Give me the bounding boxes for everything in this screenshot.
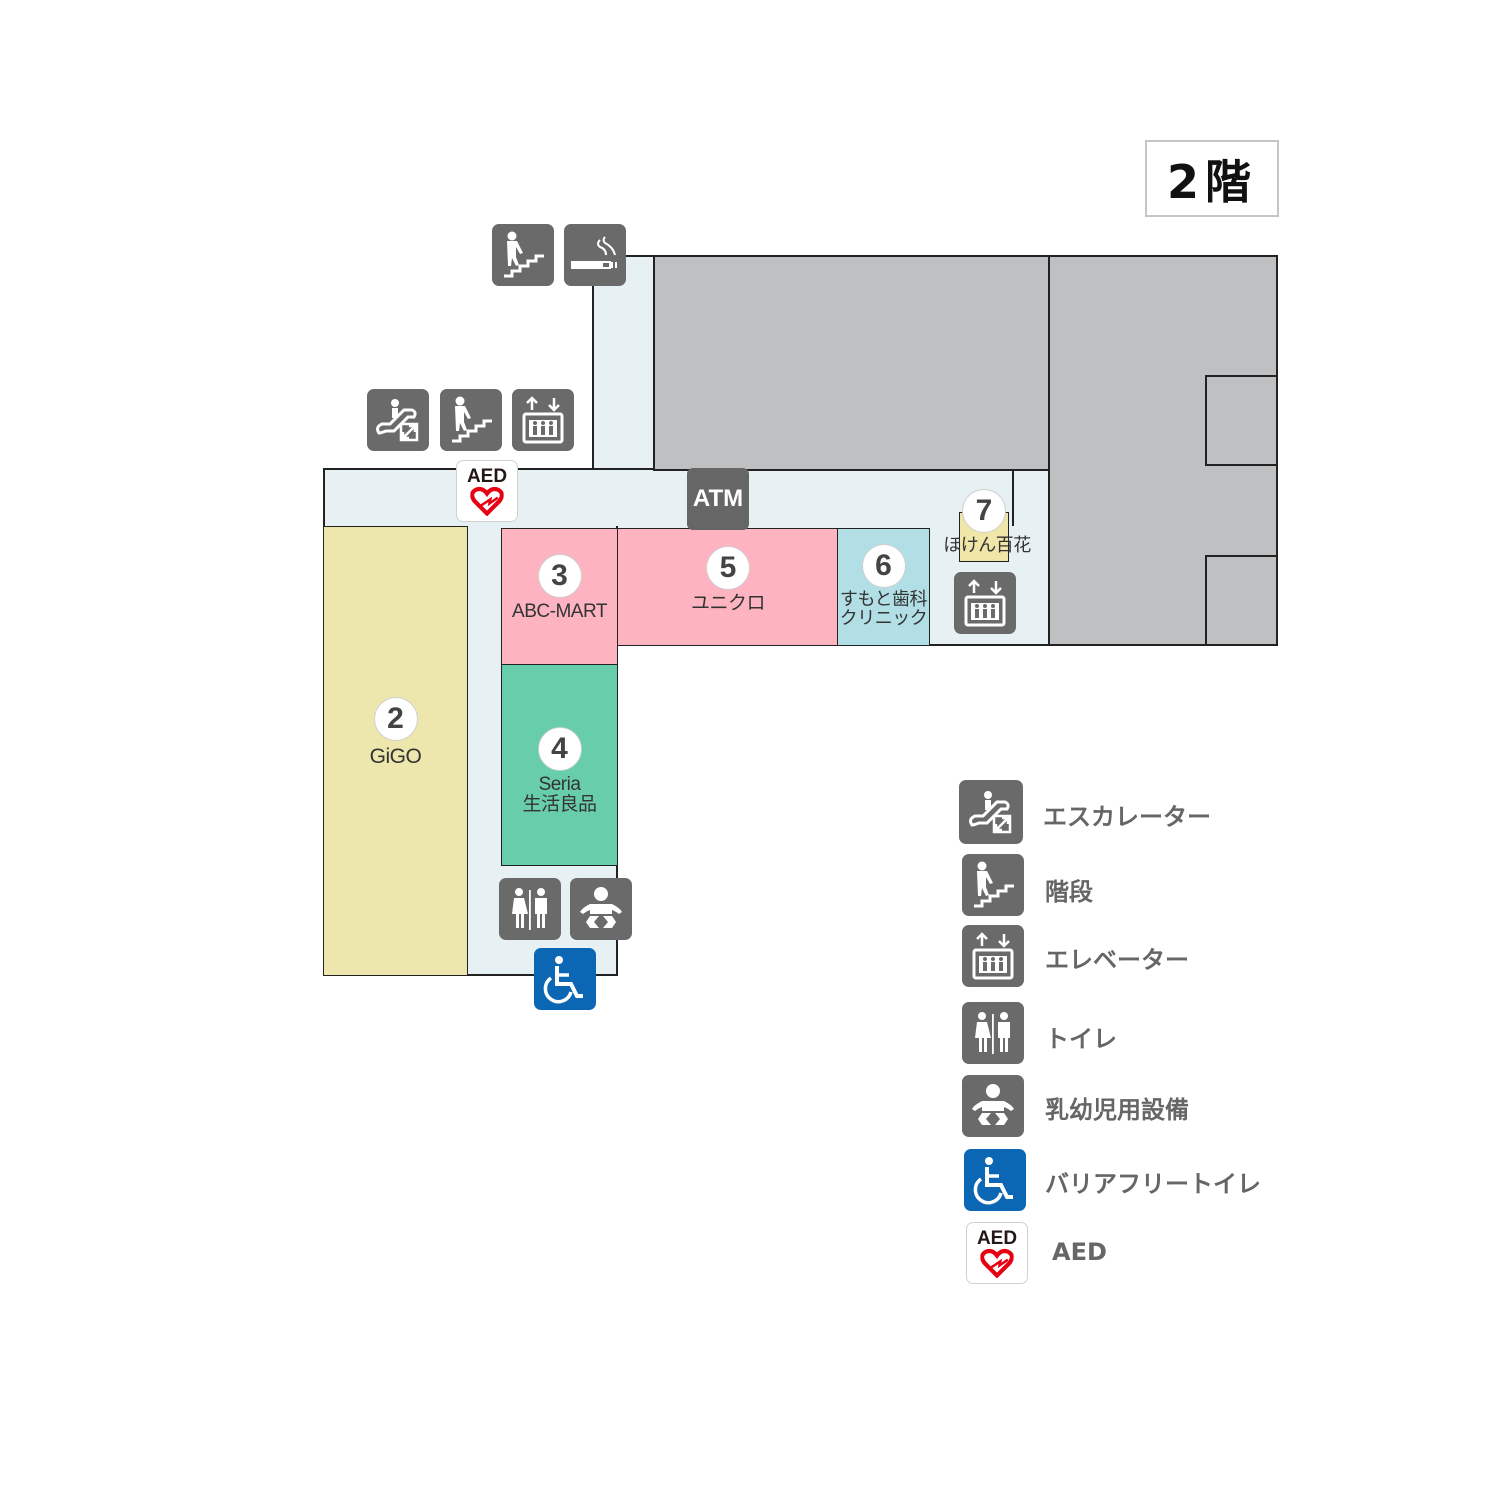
accessible-restroom-icon[interactable]	[534, 948, 596, 1010]
atm-icon[interactable]: ATM	[687, 468, 749, 530]
smoking-area-icon[interactable]	[564, 224, 626, 286]
legend-label: 乳幼児用設備	[1045, 1096, 1189, 1124]
legend-label: エスカレーター	[1043, 803, 1211, 831]
legend-label: 階段	[1045, 878, 1093, 906]
shop-number-badge: 4	[537, 727, 582, 771]
unavailable-sub-block-2	[1205, 555, 1278, 646]
shop-number-badge: 2	[373, 697, 418, 741]
shop-number-badge: 5	[706, 546, 750, 590]
shop-name-line2: 生活良品	[522, 794, 597, 815]
shop-gigo[interactable]: 2 GiGO	[323, 526, 468, 976]
wall	[592, 255, 594, 470]
corridor-main	[323, 468, 1050, 528]
legend-label: AED	[1052, 1238, 1107, 1266]
shop-uniqlo[interactable]: 5 ユニクロ	[617, 528, 839, 646]
shop-sumoto-dental[interactable]: 6 すもと歯科 クリニック	[837, 528, 930, 646]
aed-icon: AED	[966, 1222, 1028, 1284]
shop-abc-mart[interactable]: 3 ABC-MART	[501, 528, 618, 666]
stairs-icon[interactable]	[492, 224, 554, 286]
shop-name-line1: Seria	[538, 774, 581, 795]
shop-name: ほけん百花	[943, 535, 1031, 555]
stairs-icon[interactable]	[440, 389, 502, 451]
aed-icon-label: AED	[976, 1228, 1018, 1249]
aed-icon-label: AED	[466, 466, 508, 487]
escalator-icon[interactable]	[367, 389, 429, 451]
shop-name-line2: クリニック	[839, 608, 928, 628]
shop-number-badge: 7	[962, 489, 1006, 533]
shop-name: GiGO	[369, 745, 422, 768]
shop-number-badge: 6	[861, 544, 906, 588]
shop-number-badge: 3	[537, 554, 582, 598]
aed-icon[interactable]: AED	[456, 460, 518, 522]
elevator-icon	[962, 925, 1024, 987]
elevator-icon[interactable]	[954, 572, 1016, 634]
restroom-icon[interactable]	[499, 878, 561, 940]
shop-name: ユニクロ	[690, 593, 766, 614]
unavailable-block-center-notch	[653, 257, 1013, 469]
corridor-upper-left	[592, 255, 656, 470]
shop-name-line1: すもと歯科	[839, 589, 928, 609]
floor-label: 2階	[1145, 140, 1279, 217]
legend-label: バリアフリートイレ	[1045, 1170, 1261, 1198]
baby-care-icon	[962, 1075, 1024, 1137]
restroom-icon	[962, 1002, 1024, 1064]
baby-care-icon[interactable]	[570, 878, 632, 940]
escalator-icon	[959, 780, 1023, 844]
legend-label: トイレ	[1045, 1025, 1117, 1053]
stairs-icon	[962, 854, 1024, 916]
shop-seria[interactable]: 4 Seria 生活良品	[501, 664, 618, 866]
unavailable-sub-block-1	[1205, 375, 1278, 466]
shop-name: ABC-MART	[512, 601, 607, 622]
legend-label: エレベーター	[1045, 946, 1189, 974]
accessible-restroom-icon	[964, 1149, 1026, 1211]
elevator-icon[interactable]	[512, 389, 574, 451]
